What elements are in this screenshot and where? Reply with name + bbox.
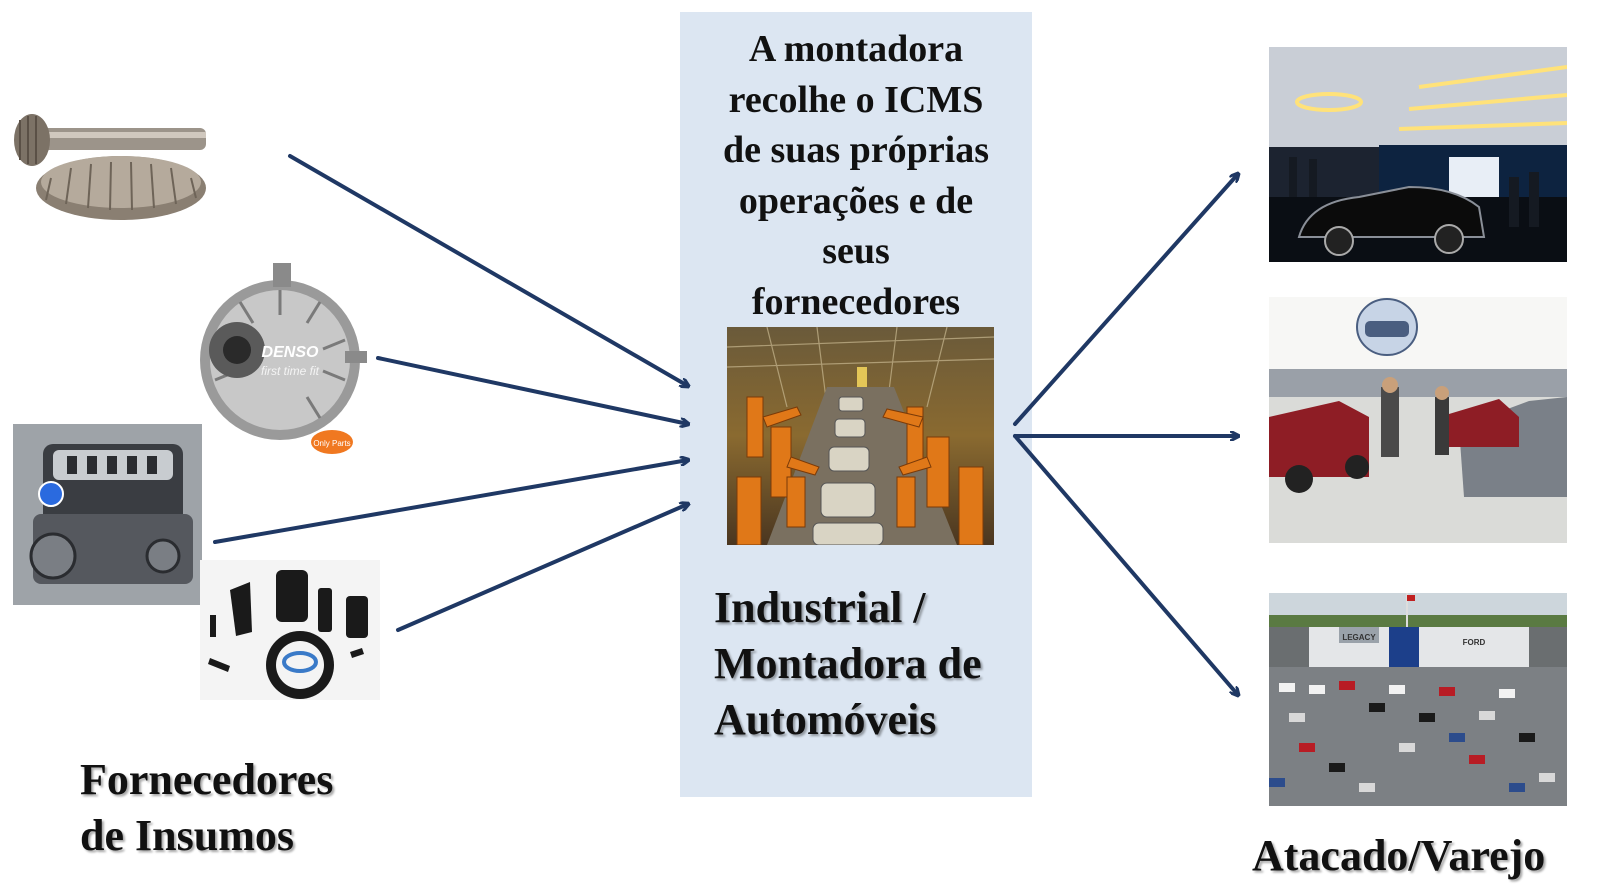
assembler-stage-label: Industrial / Montadora de Automóveis: [714, 580, 1024, 748]
car-showroom-image: [1269, 47, 1567, 262]
dealer-brand-sign: FORD: [1463, 638, 1486, 647]
dealer-building-sign: LEGACY: [1342, 633, 1376, 642]
arrow-assembler-to-lot: [1013, 434, 1238, 695]
description-line: de suas próprias: [722, 129, 990, 171]
description-line: recolhe o ICMS: [728, 78, 984, 121]
arrow-engine-to-assembler: [213, 460, 688, 544]
description-line: seus: [822, 230, 890, 272]
assembler-description: A montadora recolhe o ICMS de suas própr…: [690, 24, 1022, 327]
arrow-gear-to-assembler: [288, 154, 688, 386]
alternator-image: DENSO first time fit Only Parts: [200, 263, 367, 454]
car-dealership-image: [1269, 297, 1567, 543]
stage-line: Automóveis: [714, 695, 937, 744]
factory-assembly-line-image: [727, 327, 994, 545]
arrow-parts-to-assembler: [396, 504, 688, 632]
arrow-alternator-to-assembler: [376, 356, 688, 424]
only-parts-badge-text: Only Parts: [313, 439, 350, 448]
gear-shaft-image: [14, 114, 206, 220]
alternator-brand-text: DENSO: [262, 344, 319, 361]
engine-image: [13, 424, 202, 605]
description-line: fornecedores: [751, 280, 961, 323]
stage-line: Montadora de: [714, 639, 982, 688]
stage-line: Industrial /: [714, 583, 926, 632]
suppliers-label-line: de Insumos: [80, 811, 294, 860]
suppliers-label: Fornecedores de Insumos: [80, 752, 410, 864]
arrow-assembler-to-showroom: [1013, 174, 1238, 426]
rubber-parts-image: [200, 560, 380, 700]
retail-label: Atacado/Varejo: [1252, 831, 1546, 880]
description-line: operações e de: [738, 179, 974, 222]
suppliers-label-line: Fornecedores: [80, 755, 334, 804]
description-line: A montadora: [748, 28, 964, 70]
car-lot-image: LEGACY FORD: [1269, 593, 1567, 806]
alternator-watermark-text: first time fit: [261, 364, 320, 378]
